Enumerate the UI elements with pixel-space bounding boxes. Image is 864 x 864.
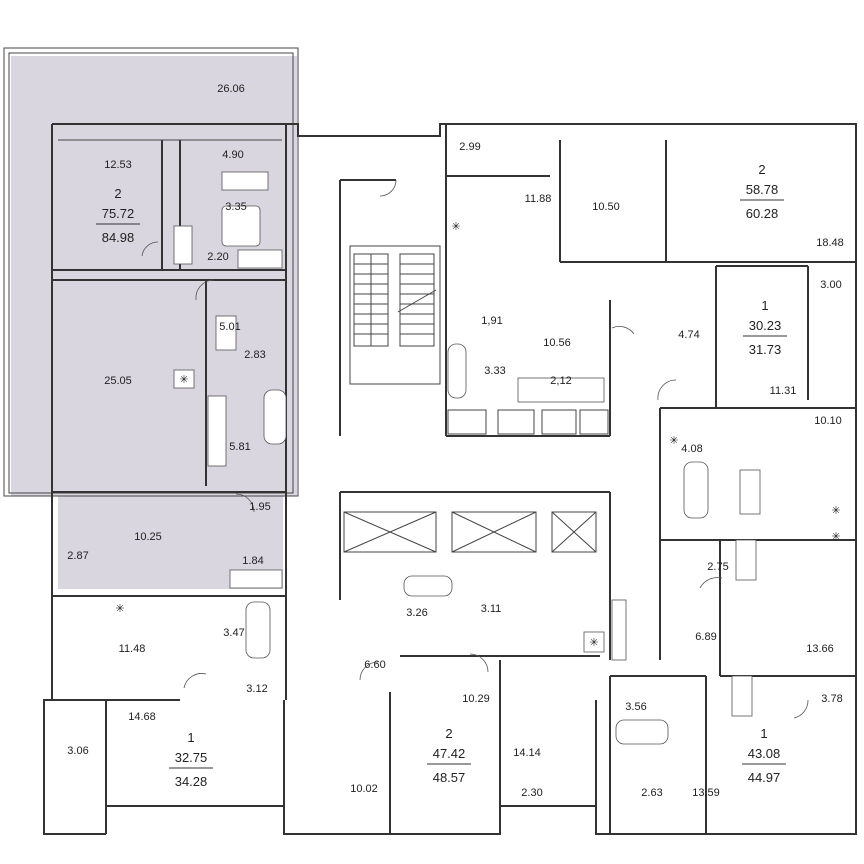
- apartment-summary-e: 1 30.23 31.73: [743, 298, 787, 357]
- apartment-total-area: 60.28: [746, 206, 779, 221]
- apartment-living-area: 43.08: [748, 746, 781, 761]
- apartment-summary-s: 2 47.42 48.57: [427, 726, 471, 785]
- room-area: 10.25: [134, 531, 162, 543]
- room-area: 10.56: [543, 337, 571, 349]
- room-area: 3.78: [821, 693, 842, 705]
- room-area: 4.74: [678, 329, 699, 341]
- selected-apartment-highlight: [11, 56, 297, 589]
- stairwell: [349, 245, 441, 385]
- room-area: 1.95: [249, 501, 270, 513]
- room-area: 3.35: [225, 201, 246, 213]
- vent-icon: ✳: [589, 637, 598, 649]
- room-area: 3.12: [246, 683, 267, 695]
- apartment-room-count: 2: [445, 726, 452, 741]
- room-area: 11.88: [525, 193, 552, 205]
- room-area: 1,91: [481, 315, 502, 327]
- room-area: 25.05: [104, 375, 132, 387]
- room-area: 3.06: [67, 745, 88, 757]
- apartment-living-area: 75.72: [102, 206, 135, 221]
- room-area: 3.00: [820, 279, 841, 291]
- vent-icon: ✳: [179, 374, 188, 386]
- vent-markers: ✳ ✳ ✳ ✳ ✳ ✳ ✳: [115, 221, 841, 653]
- apartment-summary-sw: 1 32.75 34.28: [169, 730, 213, 789]
- room-area: 1.84: [242, 555, 263, 567]
- room-area: 10.50: [592, 201, 620, 213]
- apartment-room-count: 1: [761, 298, 768, 313]
- room-area: 3.56: [625, 701, 646, 713]
- doors: [141, 179, 809, 719]
- room-area: 6.60: [364, 659, 385, 671]
- apartment-room-count: 1: [760, 726, 767, 741]
- apartment-room-count: 2: [114, 186, 121, 201]
- apartment-living-area: 47.42: [433, 746, 466, 761]
- apartment-room-count: 1: [187, 730, 194, 745]
- room-area: 4.08: [681, 443, 702, 455]
- room-area: 2.63: [641, 787, 662, 799]
- room-area: 3.33: [484, 365, 505, 377]
- room-area: 10.10: [814, 415, 842, 427]
- room-area: 13.59: [692, 787, 720, 799]
- apartment-summary-se: 1 43.08 44.97: [742, 726, 786, 785]
- room-area: 5.01: [219, 321, 240, 333]
- apartment-living-area: 58.78: [746, 182, 779, 197]
- apartment-summary-ne: 2 58.78 60.28: [740, 162, 784, 221]
- room-area: 14.68: [128, 711, 156, 723]
- apartment-total-area: 44.97: [748, 770, 781, 785]
- room-area: 10.02: [350, 783, 378, 795]
- vent-icon: ✳: [451, 221, 460, 233]
- room-area: 2.87: [67, 550, 88, 562]
- room-area: 3.26: [406, 607, 427, 619]
- room-area: 11.48: [119, 643, 146, 655]
- room-area: 14.14: [513, 747, 541, 759]
- apartment-room-count: 2: [758, 162, 765, 177]
- room-area: 2.75: [707, 561, 728, 573]
- storage-hatching: [173, 225, 627, 661]
- room-area: 5.81: [229, 441, 250, 453]
- room-area: 10.29: [462, 693, 490, 705]
- room-area: 2,12: [550, 375, 571, 387]
- apartment-total-area: 34.28: [175, 774, 208, 789]
- elevator-shafts: [343, 409, 609, 553]
- room-area: 11.31: [770, 385, 797, 397]
- apartment-total-area: 84.98: [102, 230, 135, 245]
- room-area: 6.89: [695, 631, 716, 643]
- room-area: 4.90: [222, 149, 243, 161]
- vent-icon: ✳: [115, 603, 124, 615]
- room-area: 2.20: [207, 251, 228, 263]
- apartment-summary-selected: 2 75.72 84.98: [96, 186, 140, 245]
- room-area: 13.66: [806, 643, 834, 655]
- room-area-terrace: 26.06: [217, 83, 245, 95]
- vent-icon: ✳: [831, 531, 840, 543]
- room-area: 2.83: [244, 349, 265, 361]
- apartment-living-area: 32.75: [175, 750, 208, 765]
- room-area: 2.99: [459, 141, 480, 153]
- room-area: 12.53: [104, 159, 132, 171]
- vent-icon: ✳: [831, 505, 840, 517]
- room-area: 2.30: [521, 787, 542, 799]
- room-area: 3.47: [223, 627, 244, 639]
- room-area: 3.11: [481, 603, 502, 615]
- room-area: 18.48: [816, 237, 844, 249]
- room-labels: 26.06 12.53 4.90 3.35 2.20 25.05 5.01 2.…: [67, 83, 843, 799]
- apartment-total-area: 48.57: [433, 770, 466, 785]
- vent-icon: ✳: [669, 435, 678, 447]
- building-walls: [3, 47, 857, 835]
- apartment-total-area: 31.73: [749, 342, 782, 357]
- bathroom-fixtures: [207, 171, 761, 745]
- apartment-living-area: 30.23: [749, 318, 782, 333]
